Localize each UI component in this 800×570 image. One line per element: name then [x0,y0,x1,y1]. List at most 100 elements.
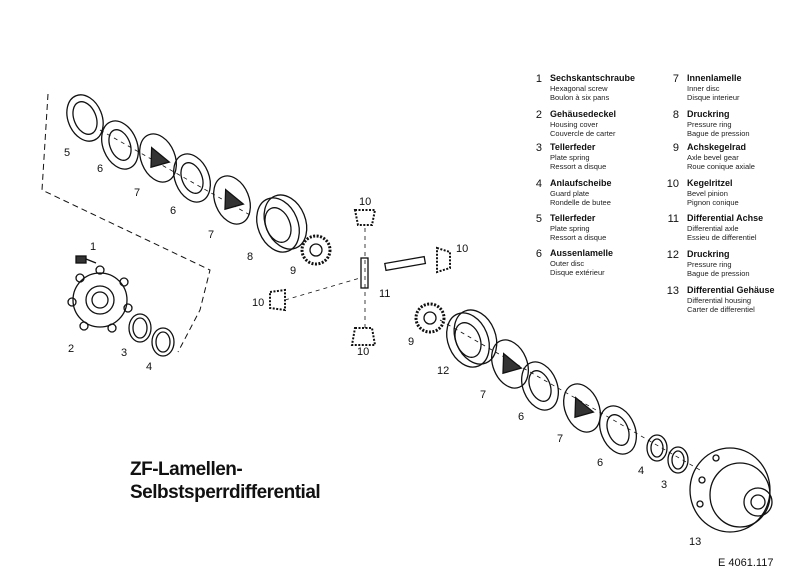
plate-spring-part [66,94,104,142]
differential-axle-part [360,257,369,289]
legend-number: 8 [672,109,679,121]
legend-german-label: Anlaufscheibe [550,178,612,188]
legend-english-label: Housing cover [550,120,598,129]
callout-4: 4 [638,465,645,477]
callout-7: 7 [480,389,487,401]
callout-5: 5 [64,147,71,159]
callout-4: 4 [146,361,153,373]
legend-french-label: Rondelle de butee [550,198,611,207]
legend-french-label: Ressort a disque [550,162,607,171]
legend-french-label: Roue conique axiale [687,162,755,171]
inner-disc-part [139,133,177,183]
legend-number: 6 [535,248,542,260]
legend-number: 5 [535,213,542,225]
legend-number: 11 [667,213,679,225]
legend-number: 7 [672,73,679,85]
callout-11: 11 [379,288,391,300]
bevel-pinion-part [269,288,286,312]
callout-10: 10 [252,297,265,309]
axle-bevel-gear-part [414,302,446,334]
drawing-title: ZF-Lamellen- Selbstsperrdifferential [130,458,321,504]
differential-housing-part [689,447,773,533]
legend-german-label: Gehäusedeckel [550,109,617,119]
bevel-pinion-part [350,327,377,346]
legend-german-label: Tellerfeder [550,142,596,152]
callout-12: 12 [437,365,450,377]
callout-3: 3 [661,479,668,491]
legend-number: 9 [672,142,679,154]
drawing-title-line-1: ZF-Lamellen- [130,459,243,480]
legend-number: 2 [535,109,542,121]
callout-10: 10 [456,243,469,255]
outer-disc-part [101,120,139,170]
callout-13: 13 [689,536,702,548]
legend-english-label: Plate spring [550,153,590,162]
legend-german-label: Sechskantschraube [550,73,636,83]
legend-french-label: Pignon conique [687,198,739,207]
legend-french-label: Couvercle de carter [550,129,616,138]
callout-10: 10 [359,196,372,208]
callout-9: 9 [408,336,415,348]
guard-plate-part [155,331,171,353]
inner-disc-part [213,175,251,225]
legend-german-label: Aussenlamelle [550,248,614,258]
legend-english-label: Axle bevel gear [687,153,739,162]
legend-number: 1 [535,73,542,85]
legend-german-label: Druckring [687,109,730,119]
legend-french-label: Essieu de differentiel [687,233,757,242]
legend-german-label: Achskegelrad [687,142,747,152]
legend-english-label: Bevel pinion [687,189,728,198]
bevel-pinion-part [436,246,451,274]
plate-spring-part [128,313,152,343]
housing-cover-part [67,265,133,333]
legend-french-label: Bague de pression [687,129,750,138]
pressure-ring-part [446,309,498,368]
callout-7: 7 [557,433,564,445]
legend-number: 10 [666,178,679,190]
callout-6: 6 [597,457,604,469]
callout-6: 6 [170,205,177,217]
legend-english-label: Pressure ring [687,120,732,129]
drawing-number: E 4061.117 [718,557,774,569]
legend-german-label: Innenlamelle [687,73,742,83]
legend-english-label: Differential housing [687,296,752,305]
legend-english-label: Plate spring [550,224,590,233]
legend-english-label: Differential axle [687,224,739,233]
legend-english-label: Guard plate [550,189,590,198]
callout-3: 3 [121,347,128,359]
outer-disc-part [521,361,559,411]
legend-german-label: Differential Gehäuse [687,285,775,295]
outer-disc-part [173,153,211,203]
legend-french-label: Disque interieur [687,93,740,102]
inner-disc-part [563,383,601,433]
legend-number: 4 [535,178,542,190]
legend-german-label: Druckring [687,249,730,259]
pressure-ring-part [256,194,308,253]
guard-plate-part [151,327,175,357]
plate-spring-part [667,446,689,474]
callout-7: 7 [208,229,215,241]
legend-german-label: Tellerfeder [550,213,596,223]
axle-bevel-gear-part [300,234,332,266]
legend-german-label: Differential Achse [687,213,764,223]
callout-6: 6 [518,411,525,423]
bevel-pinion-part [353,209,377,226]
callout-2: 2 [68,343,75,355]
legend-french-label: Disque extérieur [550,268,605,277]
legend-french-label: Boulon à six pans [550,93,610,102]
plate-spring-part [671,450,685,470]
legend-french-label: Bague de pression [687,269,750,278]
callout-9: 9 [290,265,297,277]
differential-axle-part [384,255,427,272]
axis-line [439,319,701,471]
legend-number: 12 [666,249,679,261]
legend-french-label: Carter de differentiel [687,305,755,314]
plate-spring-part [132,317,148,339]
assembly-guide-line [41,93,211,353]
hexagonal-screw-part [75,255,97,264]
legend-english-label: Hexagonal screw [550,84,608,93]
callout-8: 8 [247,251,254,263]
legend-number: 13 [666,285,679,297]
legend-english-label: Outer disc [550,259,585,268]
